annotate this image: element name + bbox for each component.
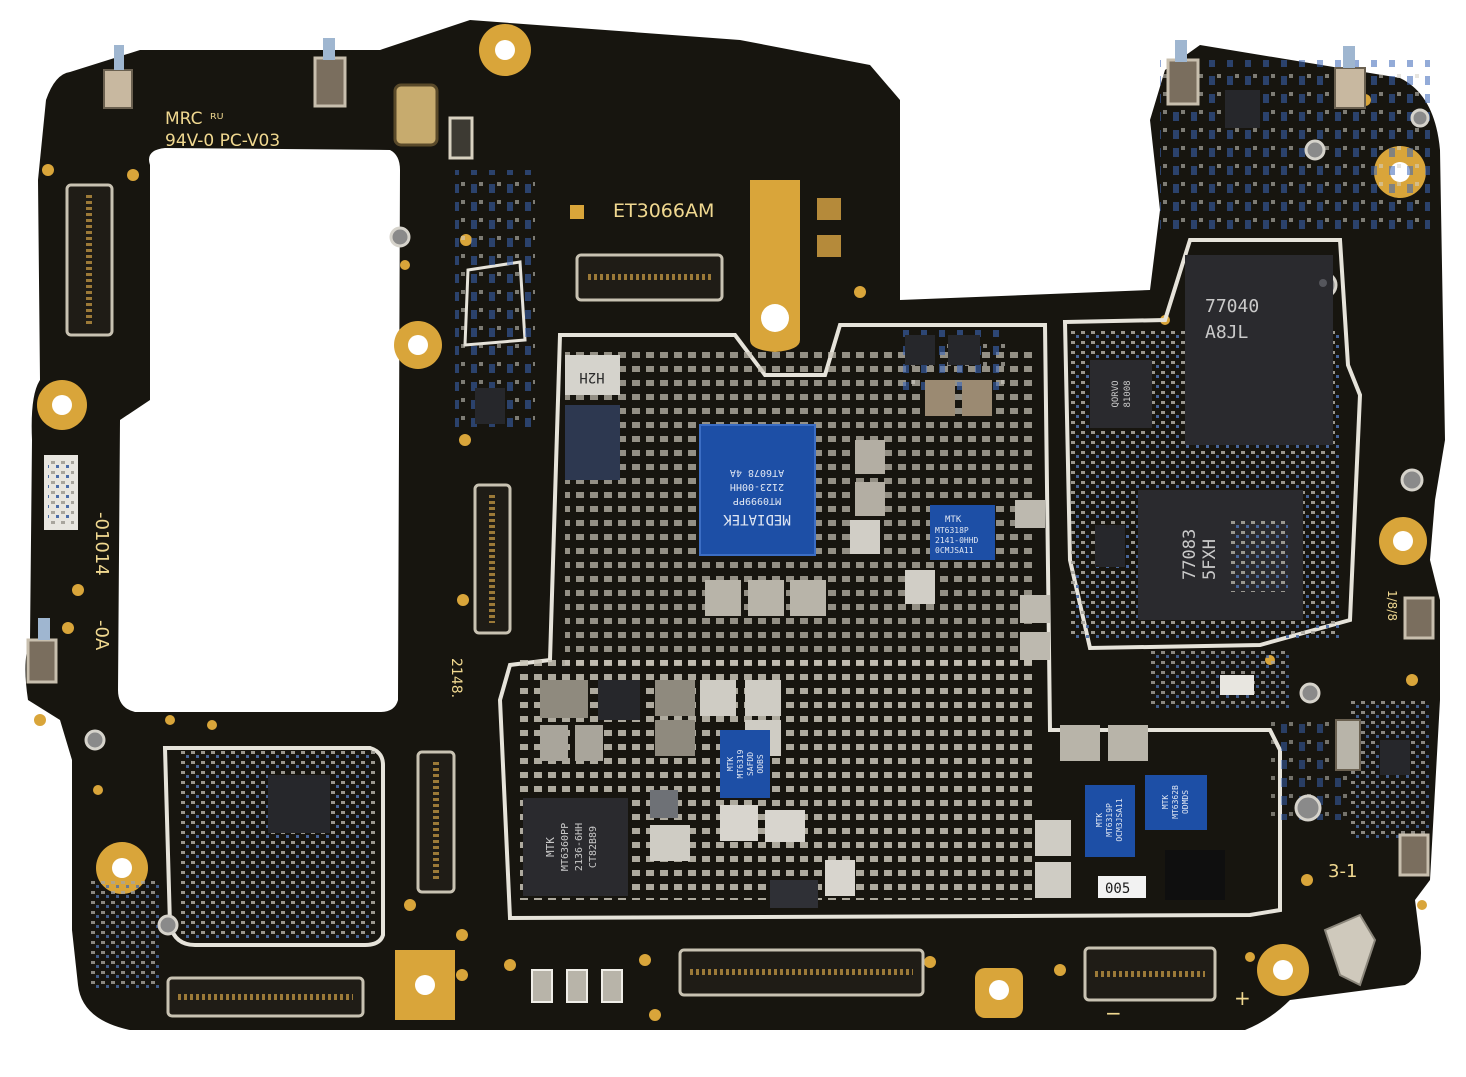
mediatek-line1: MEDIATEK bbox=[723, 511, 791, 527]
chip-rf-frontend-1: 77040 A8JL bbox=[1185, 255, 1333, 445]
mediatek-line4: AT6078 4A bbox=[730, 467, 784, 478]
chip-qorvo: QORVO 81008 bbox=[1090, 360, 1152, 428]
pmic-line3: 2136-6HH bbox=[574, 823, 585, 871]
silk-date-code: 2148. bbox=[448, 658, 464, 698]
chip-mtk-pmic: MTK MT6360PP 2136-6HH CT82B89 bbox=[523, 798, 628, 896]
h2h-text: H2H bbox=[579, 369, 604, 385]
rf2-line1: 77083 bbox=[1180, 529, 1200, 580]
silk-plus: + bbox=[1234, 986, 1251, 1010]
pmic-line1: MTK bbox=[544, 837, 557, 857]
qorvo-line1: QORVO bbox=[1111, 380, 1121, 407]
silk-model: ET3066AM bbox=[613, 200, 714, 222]
label-005: 005 bbox=[1105, 881, 1130, 897]
mtk-small-line2: MT6318P bbox=[935, 526, 969, 535]
chip-mtk-small: MTK MT6318P 2141-0HHD 0CMJSA11 bbox=[930, 505, 995, 560]
silk-ref: 3-1 bbox=[1328, 861, 1357, 882]
camera-cutout bbox=[118, 148, 400, 712]
pmic-line2: MT6360PP bbox=[560, 823, 571, 871]
mediatek-line2: MT0999PP bbox=[733, 495, 781, 506]
passive-components bbox=[540, 380, 1225, 908]
chip-mediatek-soc: MEDIATEK MT0999PP 2123-00HH AT6078 4A bbox=[699, 424, 816, 556]
mtk-right1-line2: MT6319P bbox=[1105, 803, 1114, 837]
silk-side-code-1: -01014 bbox=[91, 512, 112, 576]
mtk-mid-line3: SAFDD bbox=[746, 752, 755, 776]
misc-ics bbox=[268, 90, 1410, 833]
mtk-right1-line1: MTK bbox=[1095, 813, 1104, 828]
mtk-small-line1: MTK bbox=[945, 515, 962, 525]
silk-rating: 94V-0 PC-V03 bbox=[165, 131, 280, 151]
silk-code-right: 1/8/8 bbox=[1385, 590, 1399, 621]
mtk-right2-line3: ODMDS bbox=[1181, 790, 1190, 814]
rf1-line2: A8JL bbox=[1205, 322, 1249, 343]
mtk-small-line3: 2141-0HHD bbox=[935, 536, 979, 545]
silk-side-code-2: -0A bbox=[91, 620, 112, 651]
mediatek-line3: 2123-00HH bbox=[730, 481, 784, 492]
mtk-right2-line1: MTK bbox=[1161, 795, 1170, 810]
spring-contacts bbox=[26, 38, 1435, 1003]
mtk-right2-line2: MT6362B bbox=[1171, 785, 1180, 819]
white-component bbox=[1220, 675, 1254, 695]
chip-mtk-right-2: MTK MT6362B ODMDS bbox=[1145, 775, 1207, 830]
label-005-bg bbox=[1098, 876, 1146, 898]
chip-rf-frontend-2: 77083 5FXH bbox=[1138, 490, 1303, 620]
mtk-right1-line3: OCM3JSA11 bbox=[1115, 798, 1124, 842]
silk-minus: − bbox=[1105, 1001, 1122, 1025]
rf2-line2: 5FXH bbox=[1200, 539, 1220, 580]
mtk-mid-line1: MTK bbox=[726, 757, 735, 772]
qorvo-line2: 81008 bbox=[1123, 380, 1133, 407]
pmic-line4: CT82B89 bbox=[588, 826, 599, 868]
silk-mrc: MRC bbox=[165, 109, 203, 129]
connector-pins bbox=[86, 195, 1205, 1000]
silk-ul: ᴿᵁ bbox=[210, 110, 224, 128]
chip-dark-blue-left bbox=[565, 405, 620, 480]
mtk-mid-line4: ODBS bbox=[756, 754, 765, 773]
chip-mtk-right-1: MTK MT6319P OCM3JSA11 bbox=[1085, 785, 1135, 857]
qr-sticker-pattern bbox=[48, 460, 74, 525]
chip-h2h: H2H bbox=[565, 355, 620, 395]
mtk-small-line4: 0CMJSA11 bbox=[935, 546, 974, 555]
chip-mtk-mid: MTK MT6319 SAFDD ODBS bbox=[720, 730, 770, 798]
mtk-mid-line2: MT6319 bbox=[736, 749, 745, 778]
rf1-line1: 77040 bbox=[1205, 296, 1259, 317]
